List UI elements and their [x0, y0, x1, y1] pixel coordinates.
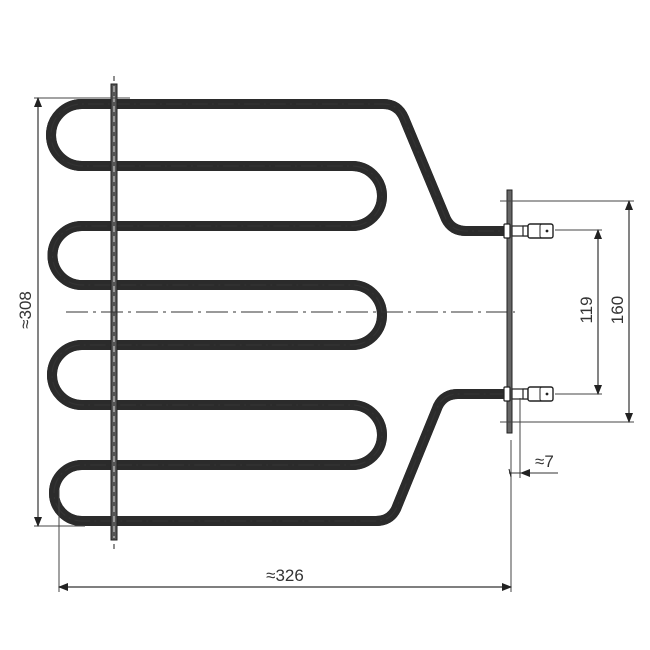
dimension-height: ≈308 [16, 97, 130, 527]
terminal-top [503, 223, 554, 239]
dimension-width: ≈326 [58, 440, 512, 592]
terminal-spacing-label: 119 [577, 296, 596, 323]
height-label: ≈308 [16, 291, 35, 329]
terminal-bottom [503, 386, 554, 402]
dimension-plate-height: 160 [500, 200, 634, 423]
dimension-plate-offset: ≈7 [508, 398, 558, 478]
plate-offset-label: ≈7 [535, 452, 554, 471]
width-label: ≈326 [266, 566, 304, 585]
heating-tube [51, 99, 520, 526]
dimension-terminal-spacing: 119 [555, 229, 602, 395]
mounting-plate [506, 189, 513, 434]
plate-height-label: 160 [608, 296, 627, 324]
